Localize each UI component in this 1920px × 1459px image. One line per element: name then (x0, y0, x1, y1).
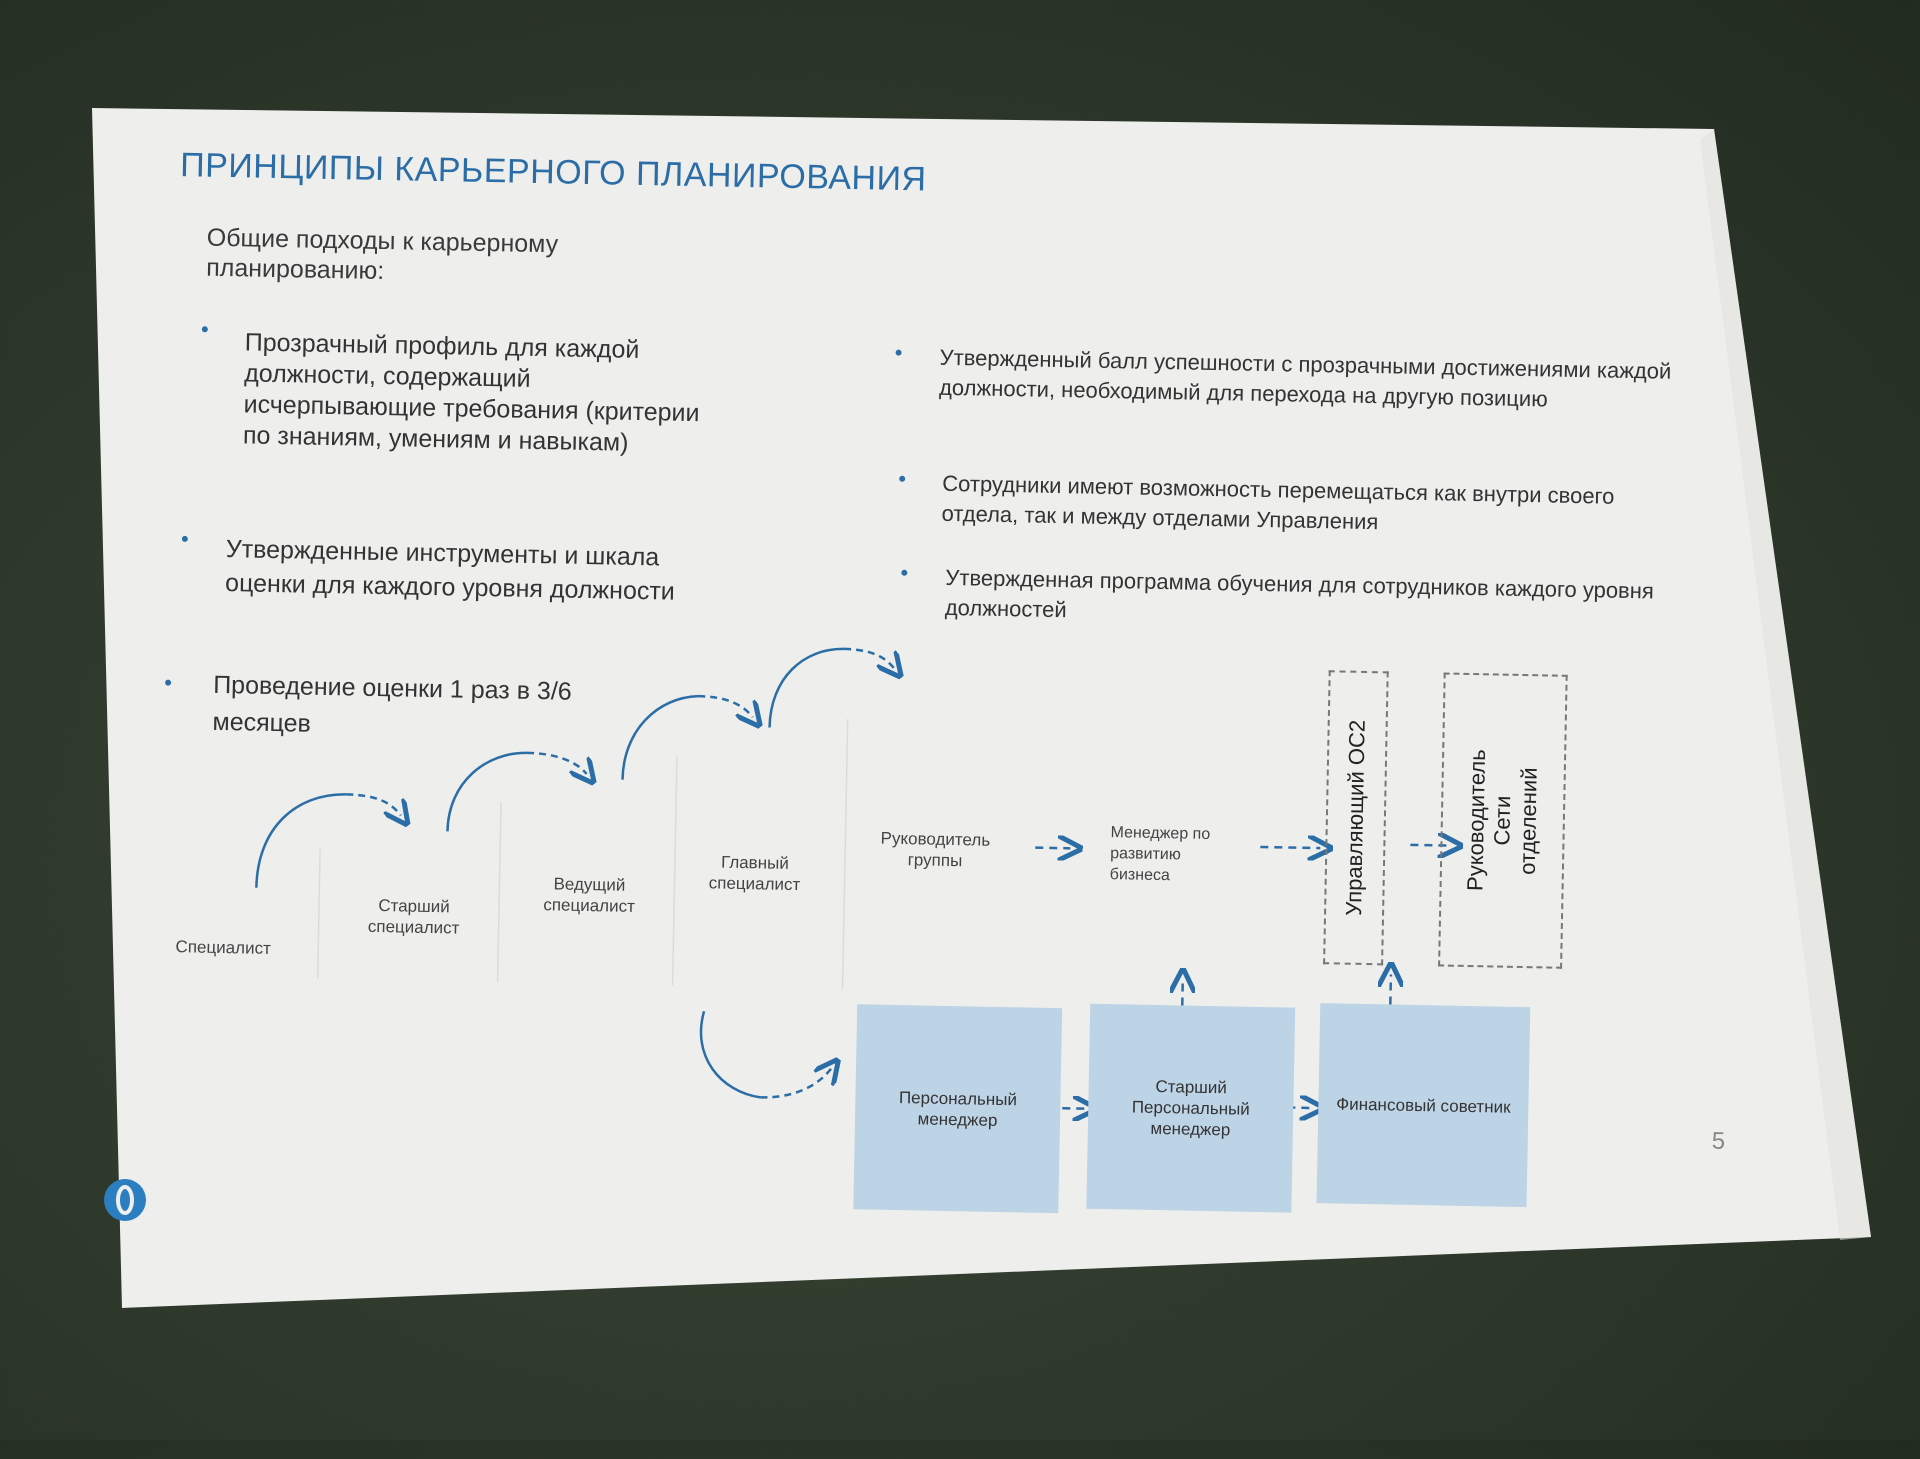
branch-role-box: Персональный менеджер (853, 1004, 1062, 1213)
role-label: Старший Персональный менеджер (1100, 1075, 1281, 1141)
step-label: Специалист (148, 936, 298, 960)
flow-arrow (1390, 974, 1391, 1004)
branch-role-box: Старший Персональный менеджер (1086, 1004, 1295, 1213)
step-arc (256, 793, 346, 890)
step-label: Старший специалист (353, 895, 474, 939)
role-box-dashed: Управляющий ОС2 (1323, 670, 1389, 965)
role-label: Руководитель Сети отделений (1463, 749, 1544, 892)
step-label: Главный специалист (694, 851, 815, 895)
step-arc (622, 695, 698, 781)
branch-arrow (760, 1067, 831, 1098)
step-label: Менеджер по развитию бизнеса (1110, 822, 1231, 887)
flow-arrow (1035, 848, 1070, 849)
step-arrow (698, 696, 753, 717)
role-label: Управляющий ОС2 (1341, 720, 1371, 916)
flow-arrow (1260, 847, 1320, 848)
role-label: Финансовый советник (1333, 1093, 1513, 1117)
logo-icon (100, 1175, 150, 1225)
step-arrow (844, 649, 894, 668)
step-arrow (346, 794, 401, 815)
step-label: Руководитель группы (865, 827, 1006, 872)
step-arc (770, 648, 845, 729)
role-label: Персональный менеджер (867, 1086, 1048, 1131)
role-box-dashed: Руководитель Сети отделений (1438, 672, 1568, 968)
page-number: 5 (1711, 1128, 1725, 1156)
step-arrow (527, 753, 587, 774)
branch-arc (700, 1011, 762, 1097)
branch-role-box: Финансовый советник (1316, 1003, 1530, 1207)
step-label: Ведущий специалист (529, 873, 650, 917)
step-arc (447, 751, 527, 832)
